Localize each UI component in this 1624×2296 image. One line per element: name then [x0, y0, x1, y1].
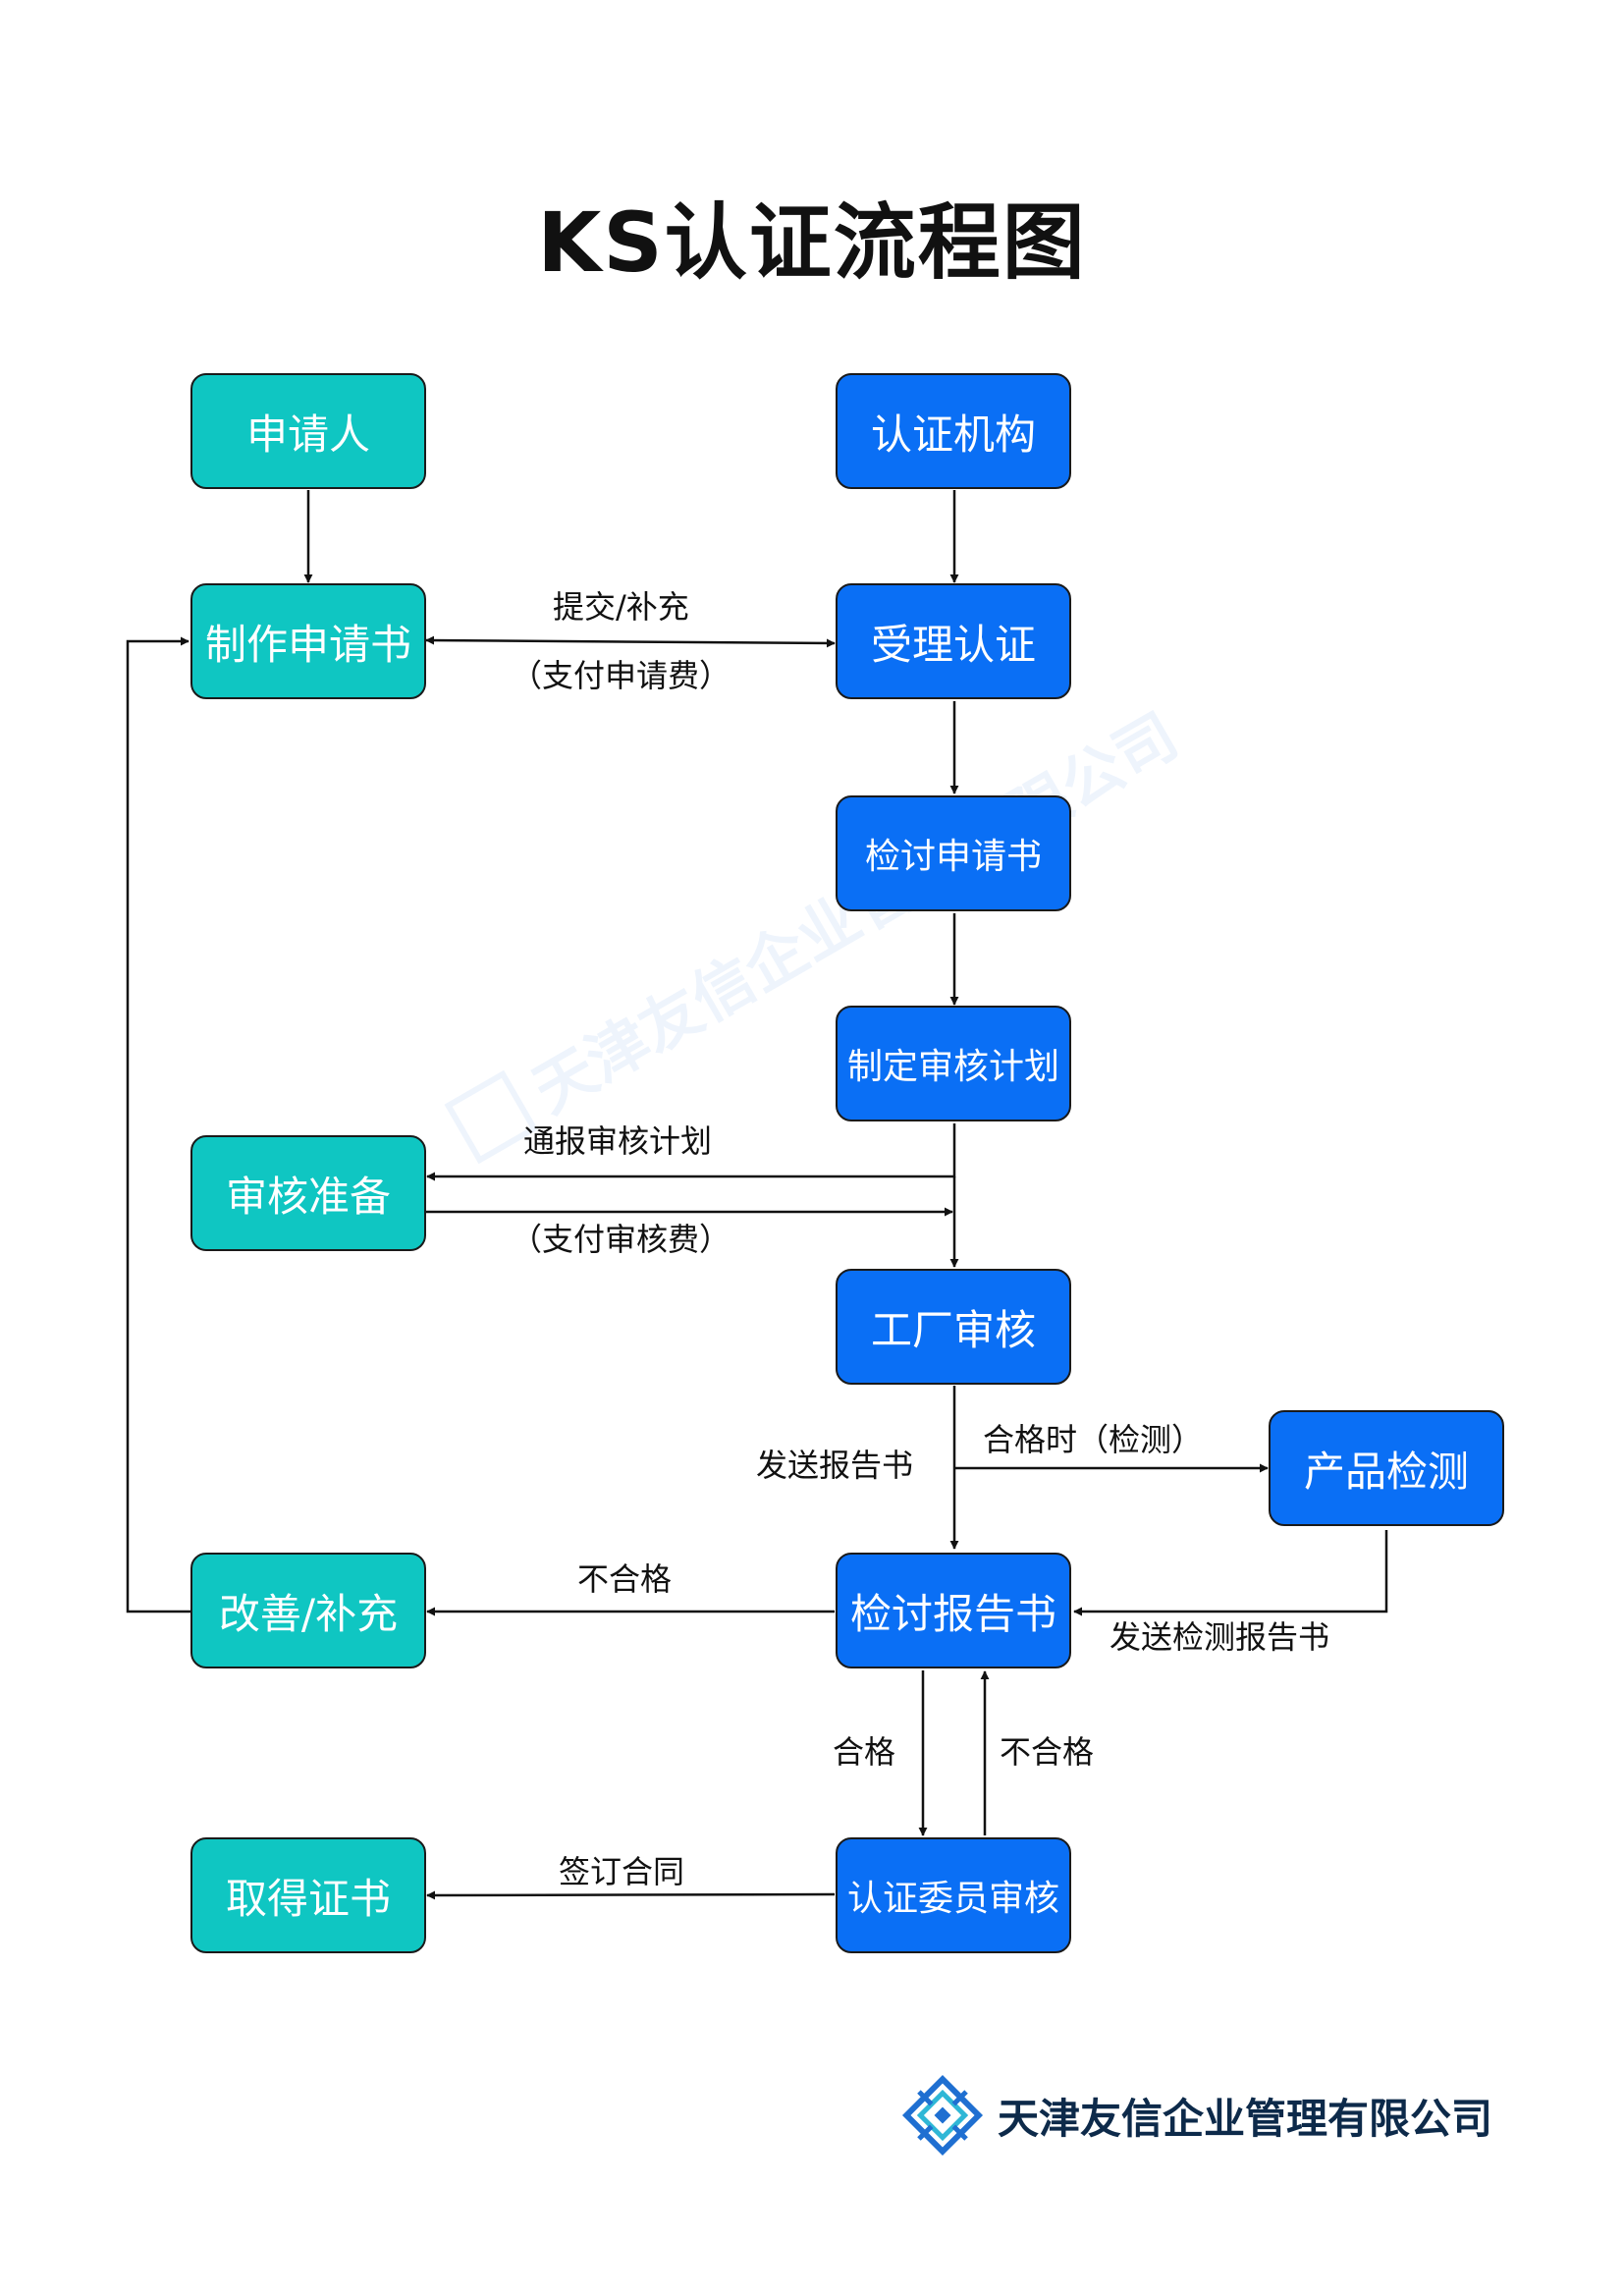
label-pay-application: （支付申请费）	[511, 657, 731, 694]
label-fail-left: 不合格	[577, 1560, 673, 1598]
arrow-test-to-report	[1073, 1530, 1388, 1616]
node-product-test: 产品检测	[1269, 1410, 1504, 1526]
node-audit-prep: 审核准备	[190, 1135, 426, 1251]
label-notify-plan: 通报审核计划	[523, 1122, 713, 1160]
arrow-committee-to-certificate	[426, 1890, 836, 1900]
arrow-make-accept-bidirectional	[425, 635, 836, 648]
label-when-pass-test: 合格时（检测）	[983, 1421, 1204, 1458]
arrow-improve-loop-to-make	[126, 636, 190, 1613]
label-pass: 合格	[833, 1733, 896, 1771]
node-review-application: 检讨申请书	[836, 795, 1071, 911]
node-get-certificate: 取得证书	[190, 1837, 426, 1953]
page-title: KS认证流程图	[537, 194, 1087, 291]
node-applicant: 申请人	[190, 373, 426, 489]
node-accept: 受理认证	[836, 583, 1071, 699]
node-audit-plan: 制定审核计划	[836, 1006, 1071, 1121]
label-send-test-report: 发送检测报告书	[1110, 1618, 1330, 1656]
footer-company-name: 天津友信企业管理有限公司	[998, 2094, 1493, 2143]
node-factory-audit: 工厂审核	[836, 1269, 1071, 1385]
footer-brand: 天津友信企业管理有限公司	[901, 2074, 1492, 2157]
label-sign-contract: 签订合同	[559, 1853, 685, 1890]
node-cert-body: 认证机构	[836, 373, 1071, 489]
label-fail-up: 不合格	[1000, 1733, 1095, 1771]
label-send-report: 发送报告书	[756, 1447, 914, 1484]
node-make-application: 制作申请书	[190, 583, 426, 699]
node-improve: 改善/补充	[190, 1553, 426, 1668]
node-committee: 认证委员审核	[836, 1837, 1071, 1953]
diamond-knot-logo-icon	[901, 2074, 984, 2157]
label-submit: 提交/补充	[553, 588, 689, 626]
label-pay-audit: （支付审核费）	[511, 1221, 731, 1258]
node-review-report: 检讨报告书	[836, 1553, 1071, 1668]
